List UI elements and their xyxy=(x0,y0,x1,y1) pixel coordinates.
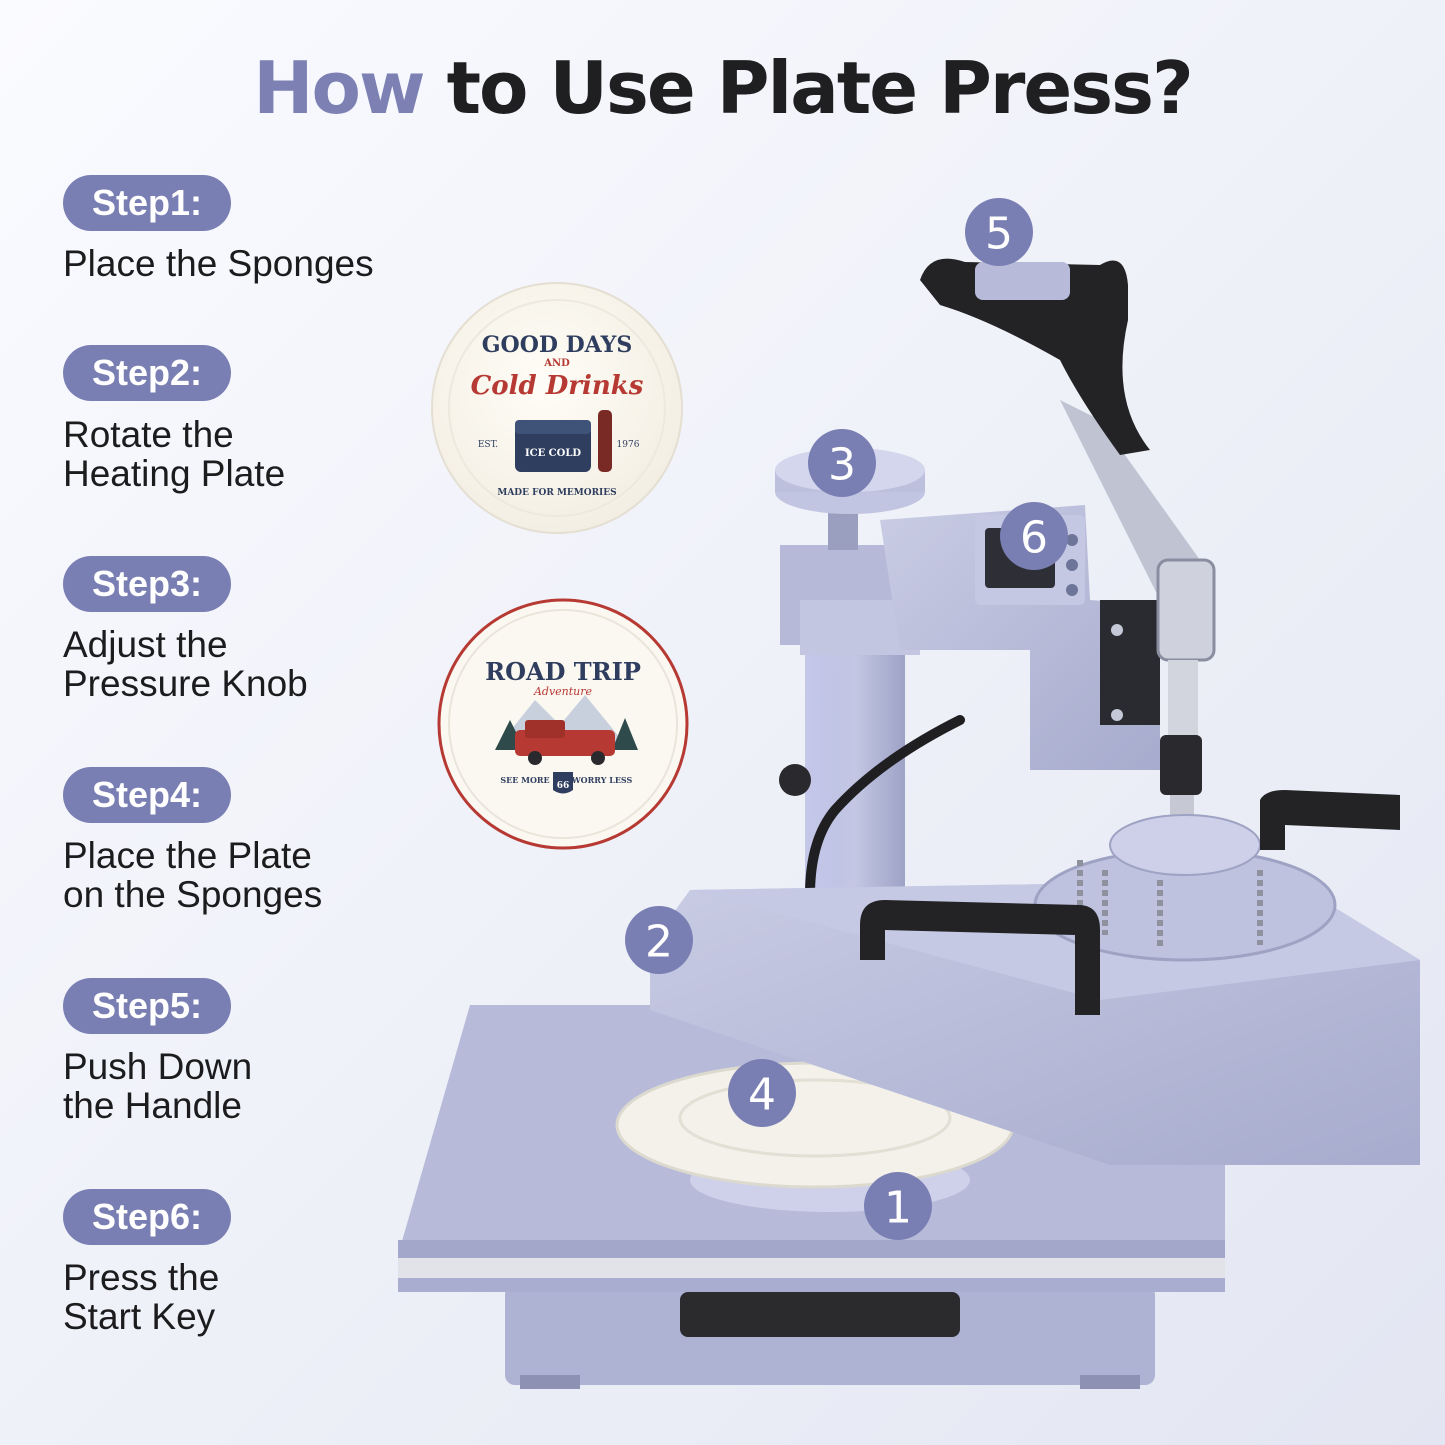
side-knob xyxy=(779,764,811,796)
marker-6: 6 xyxy=(1000,502,1068,570)
marker-5: 5 xyxy=(965,198,1033,266)
marker-1: 1 xyxy=(864,1172,932,1240)
svg-text:ICE COLD: ICE COLD xyxy=(525,448,581,459)
step-2-text: Rotate the Heating Plate xyxy=(63,414,286,494)
title-rest: to Use Plate Press? xyxy=(446,46,1194,130)
svg-text:1976: 1976 xyxy=(617,440,640,450)
svg-text:GOOD DAYS: GOOD DAYS xyxy=(482,332,633,358)
step-5-text: Push Down the Handle xyxy=(63,1046,253,1126)
power-cord xyxy=(805,715,965,900)
svg-text:Cold Drinks: Cold Drinks xyxy=(471,371,644,401)
marker-2: 2 xyxy=(625,906,693,974)
step-3-badge: Step3: xyxy=(63,556,231,612)
step-1-badge: Step1: xyxy=(63,175,231,231)
step-6-badge: Step6: xyxy=(63,1189,231,1245)
svg-text:5: 5 xyxy=(985,209,1013,260)
svg-text:ROAD TRIP: ROAD TRIP xyxy=(485,657,641,686)
svg-text:AND: AND xyxy=(543,358,570,369)
svg-text:4: 4 xyxy=(748,1070,776,1121)
svg-text:EST.: EST. xyxy=(478,440,498,450)
marker-3: 3 xyxy=(808,429,876,497)
sample-plate-road-trip: ROAD TRIP Adventure SEE MORE WORRY LESS … xyxy=(437,598,689,850)
svg-text:66: 66 xyxy=(557,781,570,791)
step-1-text: Place the Sponges xyxy=(63,243,374,284)
step-6-text: Press the Start Key xyxy=(63,1257,220,1337)
sample-plate-good-days: GOOD DAYS AND Cold Drinks ICE COLD EST. … xyxy=(431,282,683,534)
svg-text:MADE FOR MEMORIES: MADE FOR MEMORIES xyxy=(497,488,616,498)
svg-text:Adventure: Adventure xyxy=(533,685,593,698)
step-3-text: Adjust the Pressure Knob xyxy=(63,624,308,704)
svg-text:1: 1 xyxy=(884,1183,912,1234)
upper-heating-plate xyxy=(650,814,1420,1165)
platen-handles xyxy=(860,790,1400,1015)
machine-base xyxy=(505,1285,1155,1389)
svg-text:WORRY LESS: WORRY LESS xyxy=(571,775,633,785)
step-2-badge: Step2: xyxy=(63,345,231,401)
step-5-badge: Step5: xyxy=(63,978,231,1034)
svg-text:SEE MORE: SEE MORE xyxy=(500,775,549,785)
page-title: How to Use Plate Press? xyxy=(0,46,1445,130)
svg-text:6: 6 xyxy=(1020,513,1048,564)
step-4-badge: Step4: xyxy=(63,767,231,823)
svg-text:2: 2 xyxy=(645,917,673,968)
step-4-text: Place the Plate on the Sponges xyxy=(63,835,323,915)
marker-4: 4 xyxy=(728,1059,796,1127)
svg-text:3: 3 xyxy=(828,440,856,491)
title-accent: How xyxy=(253,46,425,130)
